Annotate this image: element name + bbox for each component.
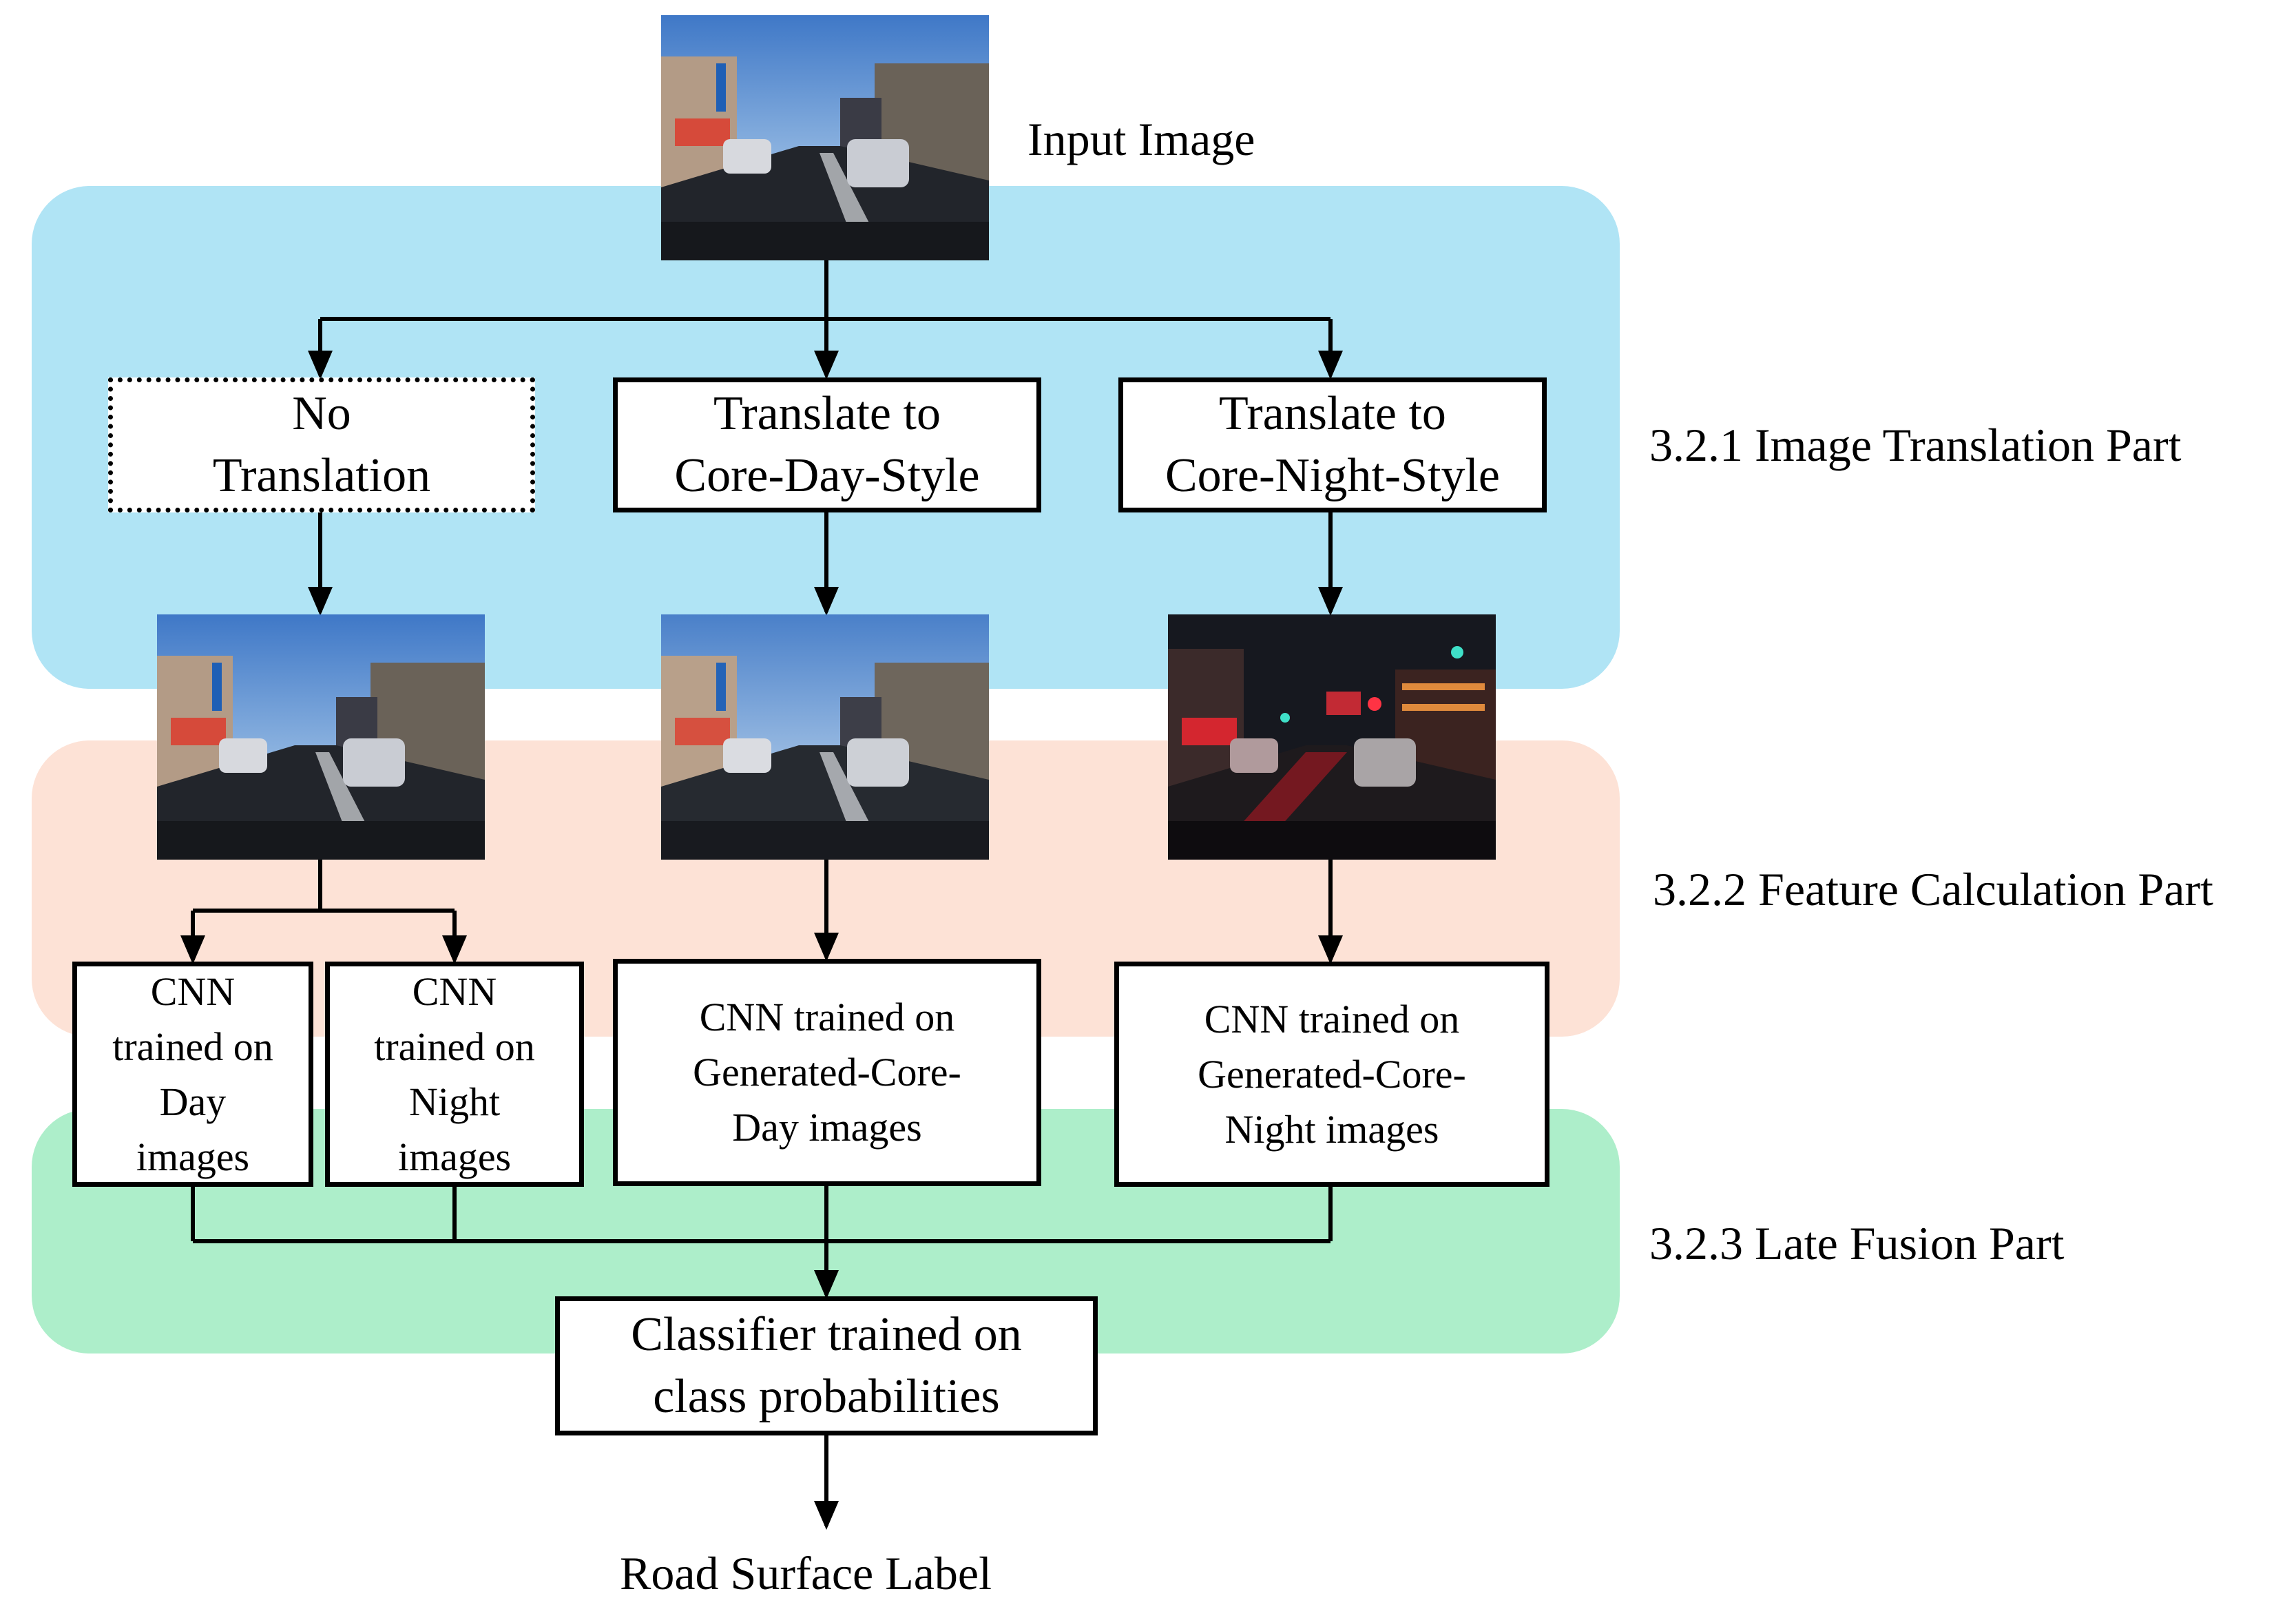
cnn-generated-night-box: CNN trained on Generated-Core- Night ima… — [1114, 962, 1549, 1187]
core-night-image — [1168, 614, 1496, 860]
section-label-feature: 3.2.2 Feature Calculation Part — [1653, 863, 2213, 915]
no-translation-box: No Translation — [108, 377, 535, 512]
classifier-text: Classifier trained on class probabilitie… — [631, 1308, 1022, 1423]
translate-core-day-box: Translate to Core-Day-Style — [613, 377, 1041, 512]
cnn-generated-night-text: CNN trained on Generated-Core- Night ima… — [1198, 996, 1466, 1152]
core-day-image — [661, 614, 989, 860]
untranslated-image — [157, 614, 485, 860]
cnn-day-text: CNN trained on Day images — [112, 968, 273, 1179]
cnn-generated-day-box: CNN trained on Generated-Core- Day image… — [613, 959, 1041, 1186]
section-label-translation: 3.2.1 Image Translation Part — [1649, 419, 2182, 471]
input-image — [661, 15, 989, 260]
translate-core-day-text: Translate to Core-Day-Style — [674, 387, 980, 502]
output-label: Road Surface Label — [620, 1547, 992, 1599]
classifier-box: Classifier trained on class probabilitie… — [555, 1296, 1098, 1435]
input-image-label: Input Image — [1027, 113, 1255, 165]
section-label-fusion: 3.2.3 Late Fusion Part — [1649, 1217, 2065, 1269]
translate-core-night-box: Translate to Core-Night-Style — [1118, 377, 1547, 512]
cnn-day-box: CNN trained on Day images — [72, 962, 313, 1187]
translate-core-night-text: Translate to Core-Night-Style — [1165, 387, 1501, 502]
cnn-generated-day-text: CNN trained on Generated-Core- Day image… — [693, 995, 961, 1150]
no-translation-text: No Translation — [212, 387, 431, 502]
cnn-night-box: CNN trained on Night images — [325, 962, 584, 1187]
cnn-night-text: CNN trained on Night images — [374, 968, 535, 1179]
